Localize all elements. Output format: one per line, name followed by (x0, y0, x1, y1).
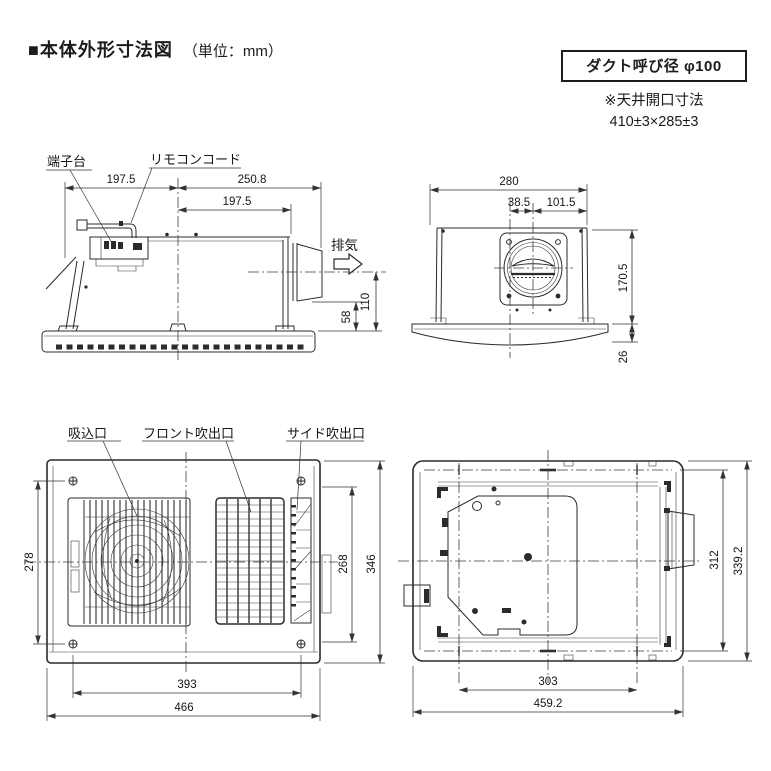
terminal-block (104, 241, 123, 249)
remote-cord-label: リモコンコード (150, 152, 241, 167)
ceiling-opening-note: ※天井開口寸法 410±3×285±3 (561, 91, 747, 133)
bottom-view-drawing: 吸込口 フロント吹出口 サイド吹出口 278 268 346 393 466 (24, 426, 385, 721)
duct-info-block: ダクト呼び径 φ100 ※天井開口寸法 410±3×285±3 (561, 50, 747, 133)
dim-346: 346 (366, 554, 378, 573)
dim-197-5-left: 197.5 (107, 174, 136, 186)
dim-280: 280 (499, 176, 518, 188)
ceiling-note-line1: ※天井開口寸法 (604, 93, 704, 109)
duct-protrusion (667, 510, 695, 570)
dim-197-5-body: 197.5 (223, 196, 252, 208)
duct-diameter-label: ダクト呼び径 φ100 (561, 50, 747, 82)
front-view-drawing: 280 38.5 101.5 170.5 26 (411, 176, 638, 364)
dim-268: 268 (338, 554, 350, 573)
dim-466: 466 (174, 702, 193, 714)
dim-393: 393 (177, 679, 196, 691)
mounting-screws (68, 476, 306, 649)
dim-339-2: 339.2 (733, 547, 745, 576)
dim-250-8: 250.8 (238, 174, 267, 186)
cord-connector (76, 219, 88, 231)
ceiling-note-line2: 410±3×285±3 (609, 114, 699, 131)
side-outlet-label: サイド吹出口 (287, 426, 365, 441)
page-title: ■本体外形寸法図 （単位：mm） (28, 36, 283, 62)
dim-58: 58 (341, 311, 353, 324)
remote-cord (87, 223, 137, 238)
side-duct-tab (321, 554, 332, 614)
front-outlet-label: フロント吹出口 (143, 426, 234, 441)
dim-459-2: 459.2 (534, 698, 563, 710)
fan-impeller (85, 508, 189, 614)
dim-26: 26 (618, 351, 630, 364)
exhaust-label: 排気 (331, 238, 358, 253)
dim-110: 110 (360, 293, 372, 311)
dim-278: 278 (24, 552, 36, 571)
dim-38-5: 38.5 (508, 197, 530, 209)
dim-101-5: 101.5 (547, 197, 576, 209)
top-view-drawing: 312 339.2 303 459.2 (398, 450, 752, 717)
intake-label: 吸込口 (68, 426, 107, 441)
diagram-title: ■本体外形寸法図 (28, 40, 173, 60)
front-outlet-grille (215, 497, 285, 625)
dim-170-5: 170.5 (618, 264, 630, 293)
exhaust-arrow-icon (333, 252, 363, 276)
mounting-plate (447, 495, 578, 636)
dim-303: 303 (538, 676, 557, 688)
side-outlet-louver (290, 497, 312, 624)
unit-note: （単位：mm） (182, 43, 283, 60)
side-view-drawing: 端子台 リモコンコード 排気 197.5 250.8 197.5 110 58 (41, 152, 386, 362)
dim-312: 312 (709, 550, 721, 569)
terminal-label: 端子台 (47, 154, 86, 169)
